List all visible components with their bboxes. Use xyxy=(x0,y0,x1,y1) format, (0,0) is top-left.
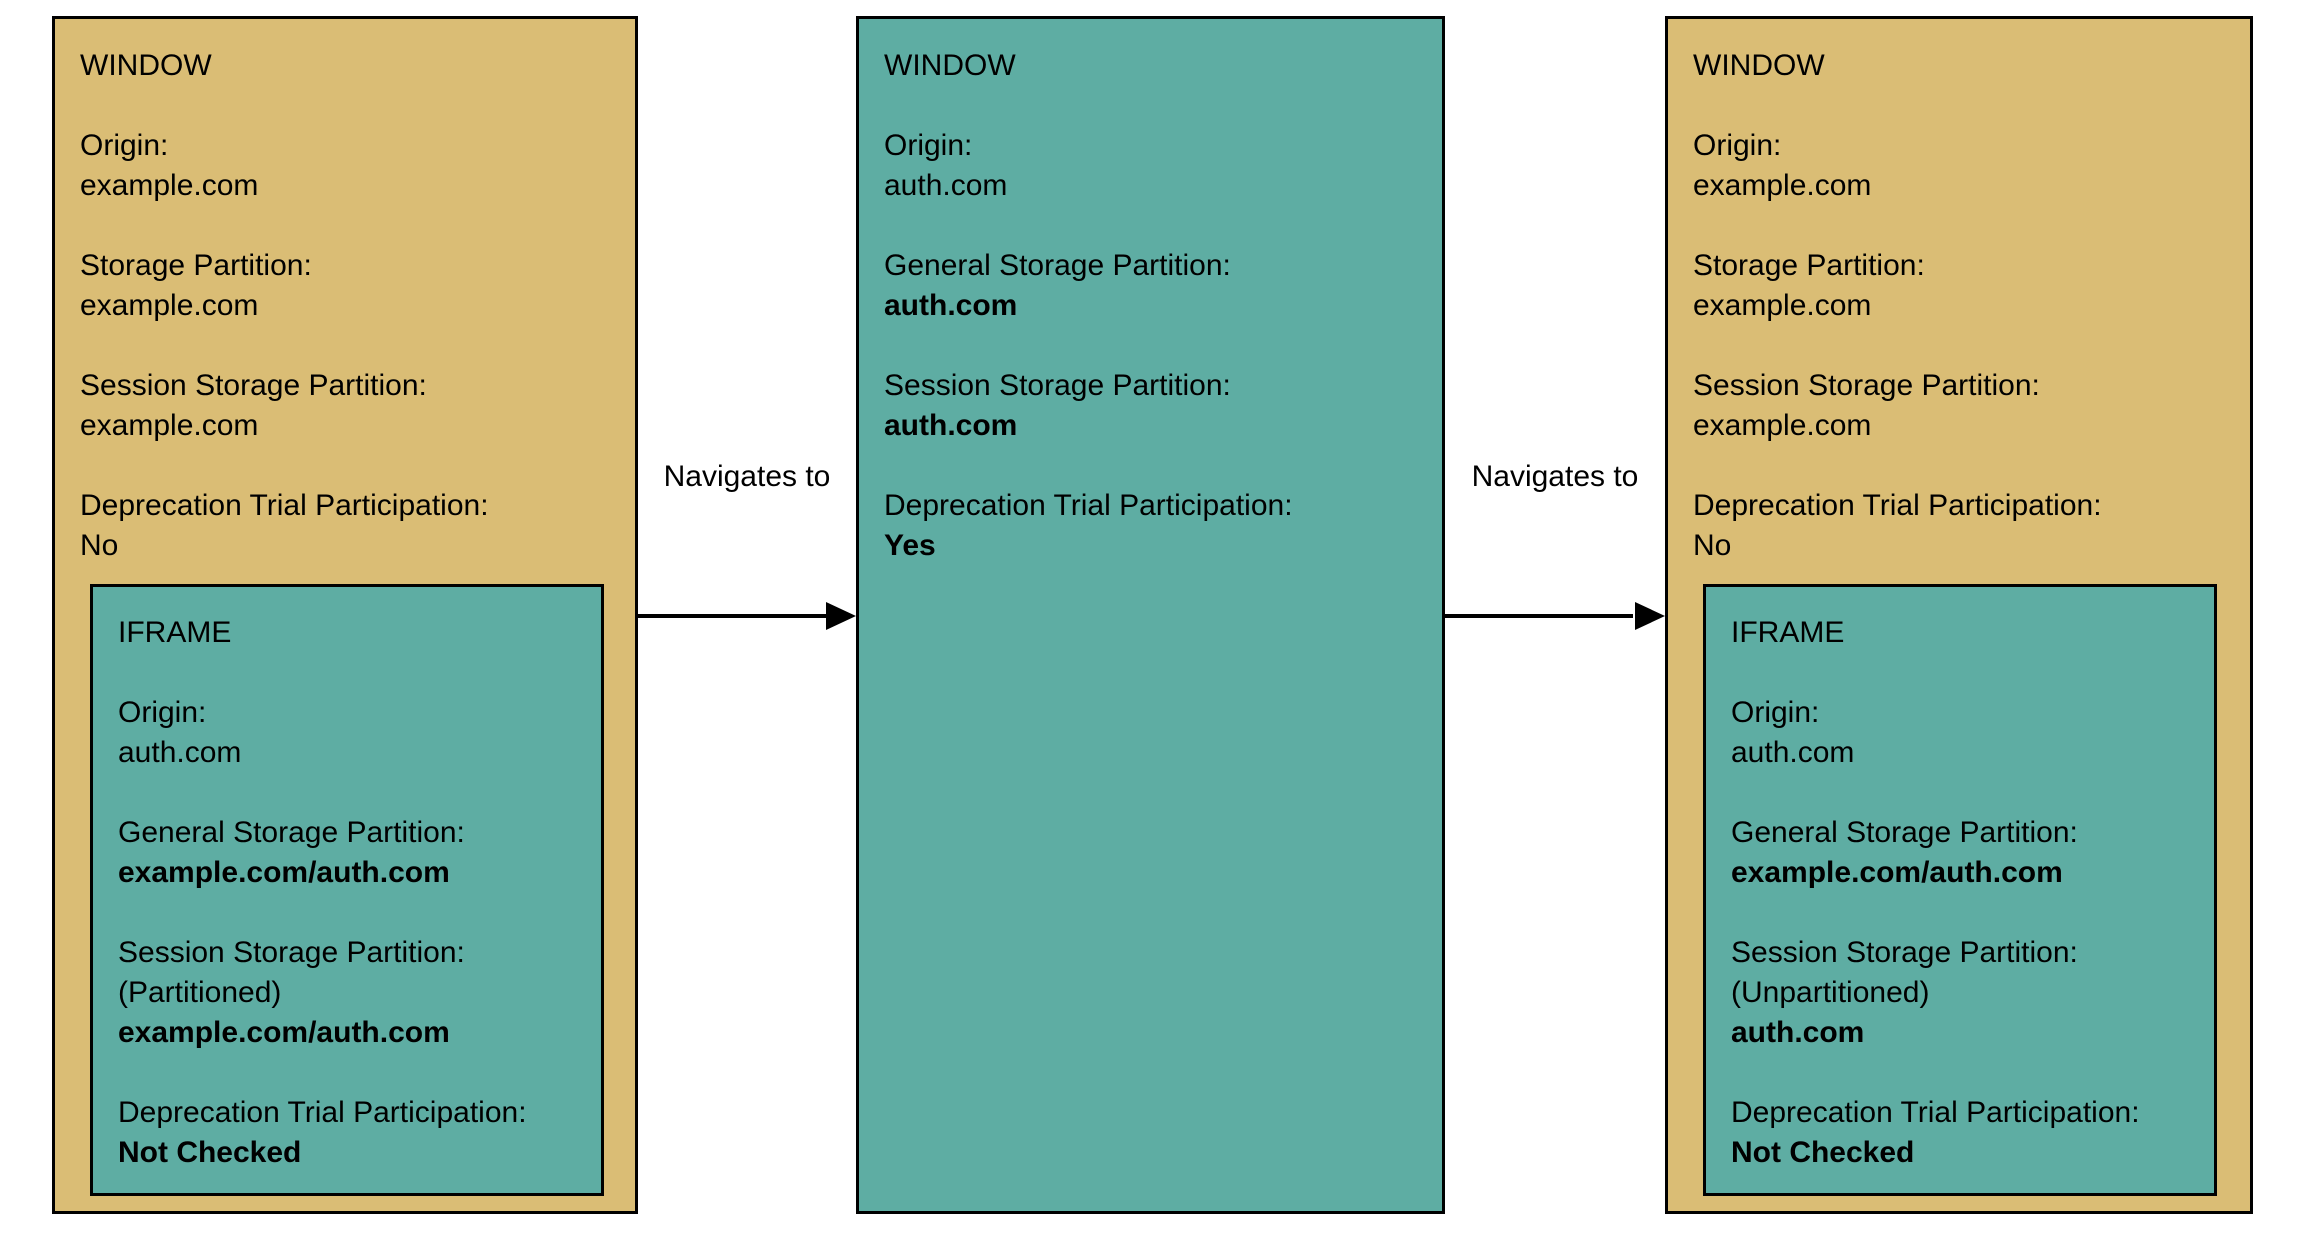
navigation-arrow-line-1 xyxy=(638,614,826,618)
field-general-storage-partition: General Storage Partition: example.com/a… xyxy=(1731,813,2189,893)
window-box-example-1: WINDOW Origin: example.com Storage Parti… xyxy=(52,16,638,1214)
field-value: example.com/auth.com xyxy=(118,1016,450,1049)
arrow-head-icon-2 xyxy=(1635,602,1665,630)
field-origin: Origin: auth.com xyxy=(118,693,576,773)
field-label: General Storage Partition: xyxy=(118,816,465,849)
navigation-arrow-line-2 xyxy=(1445,614,1633,618)
field-label: General Storage Partition: xyxy=(1731,816,2078,849)
field-label: Session Storage Partition: xyxy=(1731,936,2078,969)
field-label: Origin: xyxy=(884,129,973,162)
iframe-title: IFRAME xyxy=(1731,616,1845,649)
field-label: Deprecation Trial Participation: xyxy=(1693,489,2102,522)
field-value: Not Checked xyxy=(1731,1136,1915,1169)
iframe-box-auth-2: IFRAME Origin: auth.com General Storage … xyxy=(1703,584,2217,1196)
field-value: auth.com xyxy=(884,169,1008,202)
field-label: Session Storage Partition: xyxy=(80,369,427,402)
field-session-storage-partition: Session Storage Partition: example.com xyxy=(80,366,610,446)
field-deprecation-trial: Deprecation Trial Participation: No xyxy=(1693,486,2225,566)
field-value: example.com xyxy=(1693,409,1872,442)
window-title: WINDOW xyxy=(884,49,1016,82)
window-box-example-2: WINDOW Origin: example.com Storage Parti… xyxy=(1665,16,2253,1214)
field-value: example.com xyxy=(80,409,259,442)
field-deprecation-trial: Deprecation Trial Participation: No xyxy=(80,486,610,566)
field-value: example.com xyxy=(1693,169,1872,202)
field-label: Deprecation Trial Participation: xyxy=(884,489,1293,522)
field-value: example.com xyxy=(1693,289,1872,322)
field-value: example.com xyxy=(80,169,259,202)
field-note: (Partitioned) xyxy=(118,976,282,1009)
navigates-to-label-2: Navigates to xyxy=(1471,460,1639,493)
field-value: example.com xyxy=(80,289,259,322)
field-label: Deprecation Trial Participation: xyxy=(118,1096,527,1129)
field-label: Origin: xyxy=(1693,129,1782,162)
field-storage-partition: Storage Partition: example.com xyxy=(1693,246,2225,326)
field-value: auth.com xyxy=(1731,1016,1865,1049)
field-value: No xyxy=(1693,529,1732,562)
field-value: auth.com xyxy=(884,409,1018,442)
field-session-storage-partition: Session Storage Partition: (Partitioned)… xyxy=(118,933,576,1053)
field-value: example.com/auth.com xyxy=(118,856,450,889)
field-origin: Origin: example.com xyxy=(80,126,610,206)
field-label: Session Storage Partition: xyxy=(884,369,1231,402)
field-value: auth.com xyxy=(1731,736,1855,769)
field-session-storage-partition: Session Storage Partition: example.com xyxy=(1693,366,2225,446)
field-label: Storage Partition: xyxy=(80,249,312,282)
window-box-auth: WINDOW Origin: auth.com General Storage … xyxy=(856,16,1445,1214)
field-value: No xyxy=(80,529,119,562)
field-label: General Storage Partition: xyxy=(884,249,1231,282)
field-label: Session Storage Partition: xyxy=(1693,369,2040,402)
arrow-head-icon-1 xyxy=(826,602,856,630)
window-title: WINDOW xyxy=(1693,49,1825,82)
navigates-to-label-1: Navigates to xyxy=(663,460,831,493)
field-value: auth.com xyxy=(118,736,242,769)
field-deprecation-trial: Deprecation Trial Participation: Yes xyxy=(884,486,1417,566)
field-origin: Origin: auth.com xyxy=(884,126,1417,206)
field-session-storage-partition: Session Storage Partition: (Unpartitione… xyxy=(1731,933,2189,1053)
field-general-storage-partition: General Storage Partition: auth.com xyxy=(884,246,1417,326)
iframe-title: IFRAME xyxy=(118,616,232,649)
field-value: example.com/auth.com xyxy=(1731,856,2063,889)
field-label: Session Storage Partition: xyxy=(118,936,465,969)
field-session-storage-partition: Session Storage Partition: auth.com xyxy=(884,366,1417,446)
field-value: auth.com xyxy=(884,289,1018,322)
field-storage-partition: Storage Partition: example.com xyxy=(80,246,610,326)
field-note: (Unpartitioned) xyxy=(1731,976,1930,1009)
field-value: Not Checked xyxy=(118,1136,302,1169)
field-origin: Origin: auth.com xyxy=(1731,693,2189,773)
field-label: Deprecation Trial Participation: xyxy=(80,489,489,522)
field-deprecation-trial: Deprecation Trial Participation: Not Che… xyxy=(118,1093,576,1173)
field-label: Origin: xyxy=(118,696,207,729)
field-label: Origin: xyxy=(80,129,169,162)
iframe-box-auth-1: IFRAME Origin: auth.com General Storage … xyxy=(90,584,604,1196)
field-label: Deprecation Trial Participation: xyxy=(1731,1096,2140,1129)
field-label: Storage Partition: xyxy=(1693,249,1925,282)
field-label: Origin: xyxy=(1731,696,1820,729)
field-general-storage-partition: General Storage Partition: example.com/a… xyxy=(118,813,576,893)
window-title: WINDOW xyxy=(80,49,212,82)
field-origin: Origin: example.com xyxy=(1693,126,2225,206)
field-deprecation-trial: Deprecation Trial Participation: Not Che… xyxy=(1731,1093,2189,1173)
field-value: Yes xyxy=(884,529,936,562)
